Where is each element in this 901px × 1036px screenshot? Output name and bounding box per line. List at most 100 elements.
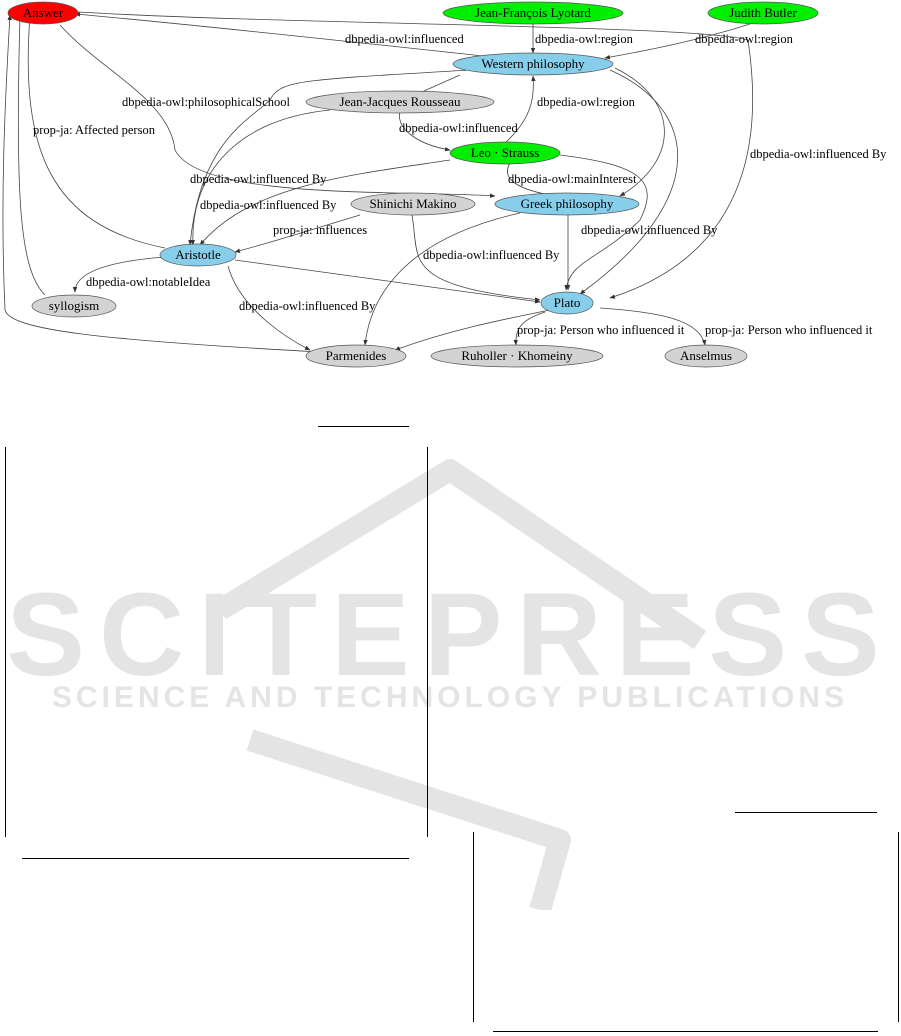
edge-label: dbpedia-owl:influenced By bbox=[200, 198, 337, 212]
node-answer: Answer bbox=[7, 1, 79, 25]
edge-greek-to-parmenides bbox=[363, 212, 521, 346]
node-label: Parmenides bbox=[326, 348, 387, 363]
node-shape bbox=[7, 1, 79, 25]
node-aristotle: Aristotle bbox=[159, 243, 237, 267]
edge-label: dbpedia-owl:influenced By bbox=[423, 248, 560, 262]
edge-label: dbpedia-owl:influenced By bbox=[750, 147, 887, 161]
node-lyotard: Jean-François Lyotard bbox=[442, 1, 624, 25]
edge-label: dbpedia-owl:notableIdea bbox=[86, 275, 211, 289]
edge-label: dbpedia-owl:region bbox=[535, 32, 634, 46]
node-shape bbox=[31, 294, 117, 318]
watermark-swoosh-lower bbox=[246, 729, 571, 910]
edge-plato-to-anselmus bbox=[599, 307, 707, 346]
node-label: Leo · Strauss bbox=[471, 145, 540, 160]
node-syllogism: syllogism bbox=[31, 294, 117, 318]
edge-label: dbpedia-owl:influenced By bbox=[581, 223, 718, 237]
rule-right-box-left bbox=[473, 832, 474, 1022]
edge-answer-to-plato bbox=[77, 11, 754, 299]
node-label: Answer bbox=[23, 5, 64, 20]
edge-rousseau-to-aristotle bbox=[190, 109, 331, 246]
node-makino: Shinichi Makino bbox=[350, 192, 476, 216]
watermark-subtitle: SCIENCE AND TECHNOLOGY PUBLICATIONS bbox=[52, 681, 848, 714]
edge-strauss-to-plato bbox=[559, 154, 648, 291]
node-shape bbox=[494, 192, 640, 216]
edge-makino-to-aristotle bbox=[234, 214, 361, 253]
node-label: Jean-François Lyotard bbox=[475, 5, 591, 20]
node-label: Jean-Jacques Rousseau bbox=[340, 94, 461, 109]
node-label: syllogism bbox=[49, 298, 100, 313]
node-shape bbox=[442, 1, 624, 25]
edge-label: dbpedia-owl:influenced By bbox=[239, 299, 376, 313]
edge-western-to-greek bbox=[614, 67, 665, 197]
edge-label: dbpedia-owl:region bbox=[695, 32, 794, 46]
rule-column-divider bbox=[427, 447, 428, 837]
node-shape bbox=[305, 344, 407, 368]
edge-butler-to-western bbox=[604, 23, 751, 60]
node-greek-philosophy: Greek philosophy bbox=[494, 192, 640, 216]
watermark-title: SCITEPRESS bbox=[6, 569, 894, 701]
edge-label: prop-ja: Person who influenced it bbox=[517, 323, 685, 337]
edge-plato-to-parmenides bbox=[394, 309, 551, 351]
edge-syllogism-to-answer bbox=[17, 14, 46, 296]
node-butler: Judith Butler bbox=[707, 1, 819, 25]
node-shape bbox=[540, 291, 594, 315]
node-shape bbox=[452, 52, 614, 76]
edge-western-to-answer bbox=[74, 12, 521, 61]
node-shape bbox=[449, 141, 561, 165]
edge-rousseau-to-strauss bbox=[399, 109, 451, 152]
rule-left-bottom bbox=[22, 858, 409, 859]
edge-strauss-to-western bbox=[504, 75, 536, 144]
node-khomeiny: Ruholler · Khomeiny bbox=[430, 344, 604, 368]
node-shape bbox=[350, 192, 476, 216]
edge-label: dbpedia-owl:influenced bbox=[345, 32, 464, 46]
node-label: Plato bbox=[554, 295, 581, 310]
node-plato: Plato bbox=[540, 291, 594, 315]
watermark-swoosh bbox=[214, 459, 707, 650]
edge-parmenides-to-answer bbox=[2, 14, 321, 353]
edge-label: dbpedia-owl:influenced bbox=[399, 121, 518, 135]
rule-right-top-short bbox=[735, 812, 877, 813]
node-shape bbox=[159, 243, 237, 267]
node-label: Shinichi Makino bbox=[369, 196, 456, 211]
node-label: Greek philosophy bbox=[521, 196, 614, 211]
edge-western-to-plato bbox=[579, 69, 679, 295]
node-anselmus: Anselmus bbox=[664, 344, 748, 368]
edge-western-to-aristotle bbox=[188, 69, 471, 246]
node-strauss: Leo · Strauss bbox=[449, 141, 561, 165]
edge-aristotle-to-plato bbox=[234, 259, 541, 304]
node-label: Western philosophy bbox=[481, 56, 585, 71]
edge-makino-to-plato bbox=[411, 214, 541, 302]
sciteress-watermark-logo: SCITEPRESS SCIENCE AND TECHNOLOGY PUBLIC… bbox=[6, 459, 894, 910]
edge-aristotle-to-parmenides bbox=[227, 265, 311, 351]
edge-plato-to-khomeiny bbox=[513, 311, 546, 346]
node-label: Ruholler · Khomeiny bbox=[461, 348, 573, 363]
rule-right-box-right bbox=[898, 832, 899, 1022]
edge-aristotle-to-answer bbox=[27, 14, 166, 249]
edges bbox=[2, 11, 754, 353]
edge-labels: dbpedia-owl:influenced dbpedia-owl:regio… bbox=[33, 32, 887, 337]
edge-strauss-to-aristotle bbox=[199, 159, 451, 246]
rule-right-bottom bbox=[493, 1031, 878, 1032]
edge-label: prop-ja: Affected person bbox=[33, 123, 156, 137]
node-label: Aristotle bbox=[175, 247, 221, 262]
edge-label: prop-ja: influences bbox=[273, 223, 367, 237]
nodes: Answer Jean-François Lyotard Judith Butl… bbox=[7, 1, 819, 368]
edge-label: prop-ja: Person who influenced it bbox=[705, 323, 873, 337]
node-label: Anselmus bbox=[680, 348, 732, 363]
node-parmenides: Parmenides bbox=[305, 344, 407, 368]
edge-aristotle-to-syllogism bbox=[72, 256, 166, 293]
edge-label: dbpedia-owl:influenced By bbox=[190, 172, 327, 186]
node-western-philosophy: Western philosophy bbox=[452, 52, 614, 76]
node-label: Judith Butler bbox=[729, 5, 797, 20]
node-shape bbox=[664, 344, 748, 368]
edge-label: dbpedia-owl:region bbox=[537, 95, 636, 109]
node-shape bbox=[707, 1, 819, 25]
knowledge-graph: dbpedia-owl:influenced dbpedia-owl:regio… bbox=[2, 1, 887, 368]
node-shape bbox=[305, 90, 495, 114]
node-shape bbox=[430, 344, 604, 368]
edge-label: dbpedia-owl:mainInterest bbox=[508, 172, 637, 186]
edge-label: dbpedia-owl:philosophicalSchool bbox=[122, 95, 291, 109]
rule-top-left-short bbox=[318, 426, 409, 427]
node-rousseau: Jean-Jacques Rousseau bbox=[305, 90, 495, 114]
rule-left-column-left-edge bbox=[5, 447, 6, 837]
